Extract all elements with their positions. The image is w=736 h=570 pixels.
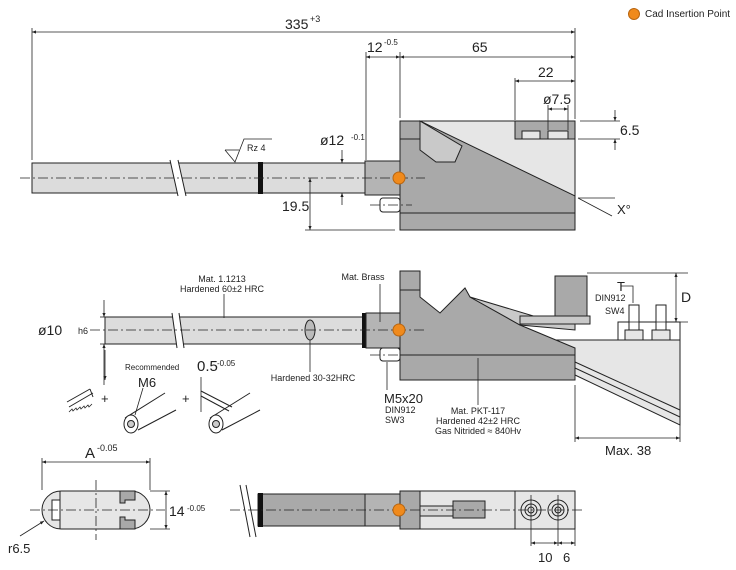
svg-text:r6.5: r6.5 bbox=[8, 541, 30, 556]
svg-text:SW4: SW4 bbox=[605, 306, 625, 316]
pin bbox=[547, 130, 569, 140]
svg-text:-0.5: -0.5 bbox=[384, 38, 398, 47]
svg-text:Hardened 30-32HRC: Hardened 30-32HRC bbox=[271, 373, 356, 383]
roughness-symbol bbox=[224, 138, 272, 163]
svg-text:ø10: ø10 bbox=[38, 322, 62, 338]
cad-insertion-point bbox=[392, 171, 406, 185]
cad-insertion-point bbox=[392, 503, 406, 517]
bottom-view: A -0.05 14 -0.05 r6.5 10 6 bbox=[8, 443, 585, 565]
svg-text:12: 12 bbox=[367, 39, 383, 55]
saw-icon bbox=[66, 388, 94, 413]
marking-ring bbox=[258, 493, 263, 527]
svg-text:SW3: SW3 bbox=[385, 415, 405, 425]
svg-text:-0.1: -0.1 bbox=[351, 133, 365, 142]
screw-sw4 bbox=[655, 304, 667, 331]
svg-text:ø12: ø12 bbox=[320, 132, 344, 148]
legend: Cad Insertion Point bbox=[628, 8, 730, 20]
cad-insertion-point bbox=[392, 323, 406, 337]
svg-text:+: + bbox=[182, 391, 190, 406]
svg-text:X°: X° bbox=[617, 202, 631, 217]
rod bbox=[104, 316, 366, 345]
svg-text:ø7.5: ø7.5 bbox=[543, 91, 571, 107]
legend-label: Cad Insertion Point bbox=[645, 8, 731, 20]
svg-text:19.5: 19.5 bbox=[282, 198, 309, 214]
svg-text:Recommended: Recommended bbox=[125, 363, 179, 372]
tapped-rod-icon bbox=[123, 392, 177, 434]
svg-text:DIN912: DIN912 bbox=[385, 405, 416, 415]
svg-text:T: T bbox=[617, 279, 625, 294]
svg-text:M5x20: M5x20 bbox=[384, 391, 423, 406]
svg-text:Hardened 60±2 HRC: Hardened 60±2 HRC bbox=[180, 284, 264, 294]
svg-text:+3: +3 bbox=[310, 14, 320, 24]
clamp bbox=[554, 275, 588, 323]
top-view: 335 +3 12 -0.5 65 22 ø7.5 6.5 X° ø12 -0.… bbox=[20, 14, 640, 231]
svg-text:14: 14 bbox=[169, 503, 185, 519]
marking-ring bbox=[362, 313, 367, 348]
svg-text:6: 6 bbox=[563, 550, 570, 565]
svg-text:-0.05: -0.05 bbox=[97, 443, 118, 453]
svg-text:6.5: 6.5 bbox=[620, 122, 640, 138]
svg-text:M6: M6 bbox=[138, 375, 156, 390]
svg-text:D: D bbox=[681, 289, 691, 305]
svg-text:+: + bbox=[101, 391, 109, 406]
svg-text:-0.05: -0.05 bbox=[217, 359, 236, 368]
svg-text:Rz 4: Rz 4 bbox=[247, 143, 266, 153]
screw-m5 bbox=[379, 347, 401, 362]
svg-text:Mat. Brass: Mat. Brass bbox=[341, 272, 385, 282]
svg-text:Mat. PKT-117: Mat. PKT-117 bbox=[451, 406, 505, 416]
dim-overall-length: 335 bbox=[285, 16, 309, 32]
svg-text:Mat. 1.1213: Mat. 1.1213 bbox=[198, 274, 246, 284]
side-view: ø10 h6 Mat. 1.1213 Hardened 60±2 HRC Mat… bbox=[38, 270, 691, 458]
body-wedge bbox=[419, 120, 576, 197]
svg-text:0.5: 0.5 bbox=[197, 358, 218, 375]
svg-text:22: 22 bbox=[538, 64, 554, 80]
svg-text:Gas Nitrided ≈ 840Hv: Gas Nitrided ≈ 840Hv bbox=[435, 426, 521, 436]
screw-sw4 bbox=[628, 304, 640, 331]
svg-text:-0.05: -0.05 bbox=[187, 504, 206, 513]
svg-text:A: A bbox=[85, 445, 95, 462]
slotted-rod-icon bbox=[200, 390, 261, 434]
svg-text:DIN912: DIN912 bbox=[595, 293, 626, 303]
svg-text:h6: h6 bbox=[78, 326, 88, 336]
cutting-instructions: + Recommended M6 + 0.5 -0.05 bbox=[66, 350, 261, 434]
insertion-point-icon bbox=[628, 8, 640, 20]
svg-text:10: 10 bbox=[538, 550, 552, 565]
pin bbox=[521, 130, 541, 140]
svg-text:Hardened 42±2 HRC: Hardened 42±2 HRC bbox=[436, 416, 520, 426]
svg-text:Max. 38: Max. 38 bbox=[605, 443, 651, 458]
svg-text:65: 65 bbox=[472, 39, 488, 55]
